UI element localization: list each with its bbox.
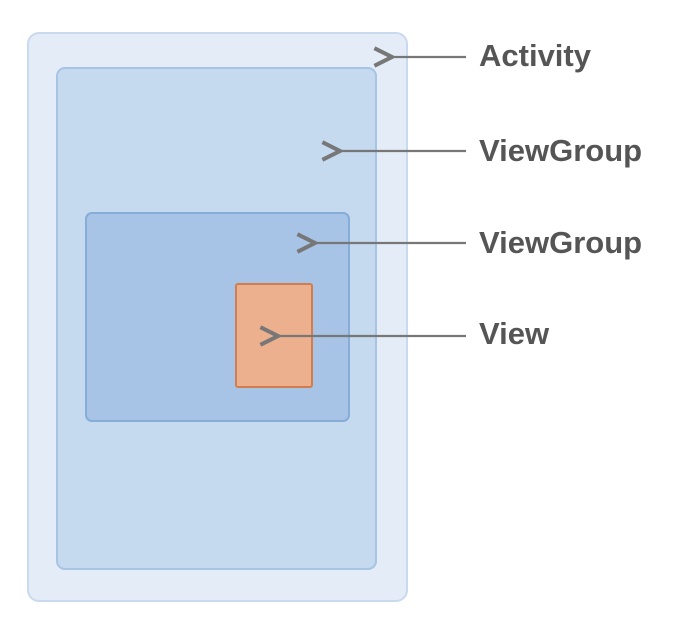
label-activity: Activity — [479, 38, 591, 73]
label-viewgroup-outer: ViewGroup — [479, 133, 643, 168]
label-viewgroup-inner: ViewGroup — [479, 225, 643, 260]
label-view: View — [479, 316, 550, 351]
